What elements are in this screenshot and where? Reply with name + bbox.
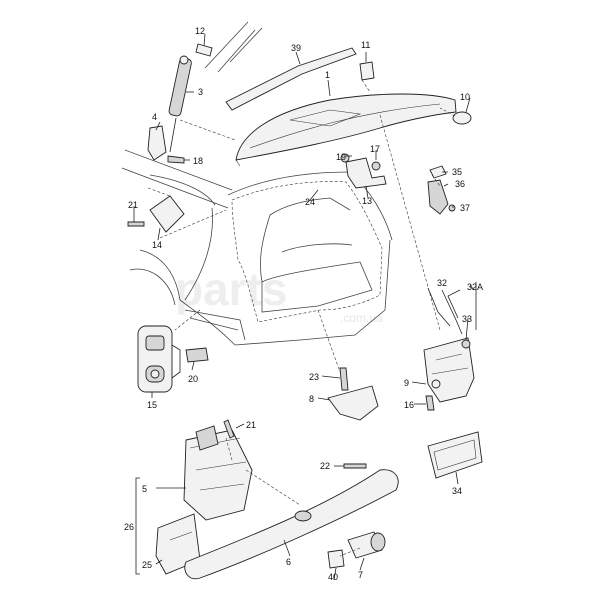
- clip-35: [429, 165, 447, 179]
- callout-34: 34: [452, 486, 462, 496]
- callout-21-lower: 21: [246, 420, 256, 430]
- screw-22: [343, 463, 367, 469]
- callout-35: 35: [452, 167, 462, 177]
- callout-3: 3: [198, 87, 203, 97]
- bumper-stop-10: [452, 111, 472, 125]
- strut-bracket: [147, 125, 167, 161]
- bolt-23: [339, 367, 349, 391]
- callout-32a: 32A: [467, 282, 483, 292]
- callout-8: 8: [309, 394, 314, 404]
- cap-11: [359, 61, 375, 81]
- leader-lines: [133, 33, 477, 581]
- switch-housing-15: [137, 325, 181, 393]
- callout-14: 14: [152, 240, 162, 250]
- callout-13: 13: [362, 196, 372, 206]
- callout-16: 16: [404, 400, 414, 410]
- callout-40: 40: [328, 572, 338, 582]
- callout-37: 37: [460, 203, 470, 213]
- callout-11: 11: [361, 40, 370, 50]
- trim-strip-6: [184, 469, 399, 580]
- callout-20: 20: [188, 374, 198, 384]
- cover-14: [149, 195, 185, 233]
- callout-1: 1: [325, 70, 330, 80]
- callout-17: 17: [370, 144, 380, 154]
- screw-21-top: [127, 221, 145, 227]
- striker-8: [327, 385, 379, 421]
- plate-34: [427, 431, 483, 479]
- callout-5: 5: [142, 484, 147, 494]
- callout-22: 22: [320, 461, 330, 471]
- callout-4: 4: [152, 112, 157, 122]
- callout-12: 12: [195, 26, 205, 36]
- callout-10: 10: [460, 92, 470, 102]
- callout-18: 18: [193, 156, 203, 166]
- vehicle-body-outline: [121, 149, 393, 346]
- rear-spoiler: [225, 47, 357, 111]
- bolt-18: [167, 155, 185, 164]
- callout-7: 7: [358, 570, 363, 580]
- callout-24: 24: [305, 197, 315, 207]
- bolt-17: [371, 161, 381, 171]
- callout-39: 39: [291, 43, 301, 53]
- cap-40: [327, 549, 345, 569]
- screw-21-lower: [223, 419, 235, 439]
- callout-9: 9: [404, 378, 409, 388]
- gas-strut: [168, 55, 192, 153]
- callout-25: 25: [142, 560, 152, 570]
- callout-32: 32: [437, 278, 447, 288]
- callout-21-upper: 21: [128, 200, 138, 210]
- callout-33: 33: [462, 314, 472, 324]
- hinge-13: [345, 157, 387, 189]
- callout-36: 36: [455, 179, 465, 189]
- cable-36: [427, 179, 449, 215]
- callout-26: 26: [124, 522, 134, 532]
- screw-16: [425, 395, 435, 411]
- watermark-subtext: .com.ua: [340, 311, 383, 325]
- nut-9: [431, 379, 441, 389]
- callout-19: 19: [336, 152, 346, 162]
- callout-15: 15: [147, 400, 157, 410]
- bolt-20: [185, 347, 209, 363]
- ball-stud-12: [195, 43, 213, 57]
- roof-edge-lines: [204, 21, 263, 73]
- lock-cylinder-7: [347, 531, 386, 559]
- callout-6: 6: [286, 557, 291, 567]
- callout-23: 23: [309, 372, 319, 382]
- screw-37: [448, 204, 456, 212]
- watermark-text: parts: [175, 263, 287, 315]
- tailgate-panel: [235, 93, 457, 167]
- guide-lines: [147, 79, 456, 557]
- trim-strip-hole: [294, 510, 312, 522]
- latch-assembly: [423, 287, 475, 403]
